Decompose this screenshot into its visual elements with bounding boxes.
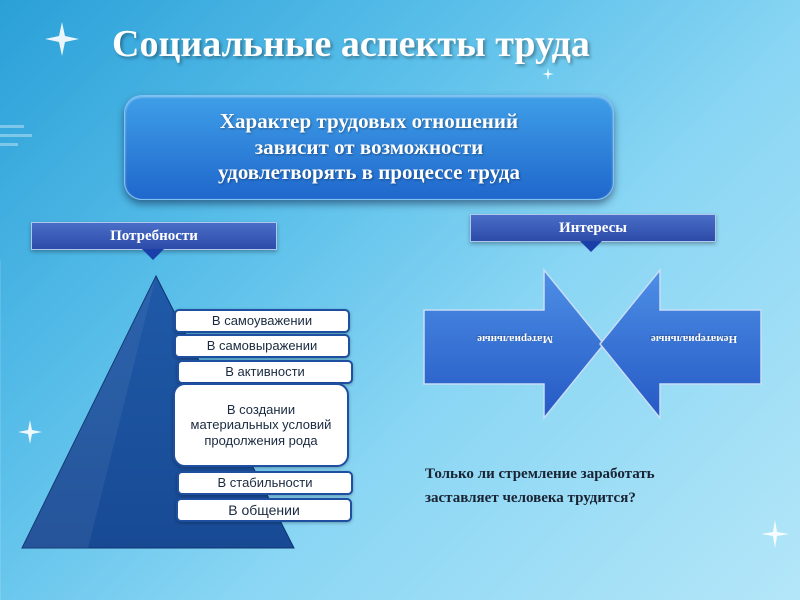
main-statement-text: Характер трудовых отношений зависит от в…	[218, 109, 520, 185]
need-item: В активности	[177, 360, 353, 384]
interests-header: Интересы	[470, 214, 716, 242]
need-item: В самоуважении	[174, 309, 350, 333]
question-text: Только ли стремление заработать заставля…	[425, 466, 655, 506]
need-item: В стабильности	[177, 471, 353, 495]
interest-nonmaterial-label: Нематериальные	[650, 333, 738, 345]
sparkle-icon	[18, 22, 789, 548]
need-item: В общении	[176, 498, 352, 522]
needs-header: Потребности	[31, 222, 277, 250]
interests-down-arrow-icon	[580, 241, 602, 252]
need-item: В создании материальных условий продолже…	[173, 383, 349, 467]
slide-title: Социальные аспекты труда	[112, 23, 590, 65]
main-statement-box: Характер трудовых отношений зависит от в…	[124, 95, 614, 200]
needs-down-arrow-icon	[142, 249, 164, 260]
nonmaterial-arrow-shape	[599, 268, 762, 420]
interests-arrows	[423, 268, 762, 420]
interest-material-label: Материальные	[477, 333, 553, 345]
material-arrow-shape	[423, 268, 605, 420]
need-item: В самовыражении	[174, 334, 350, 358]
